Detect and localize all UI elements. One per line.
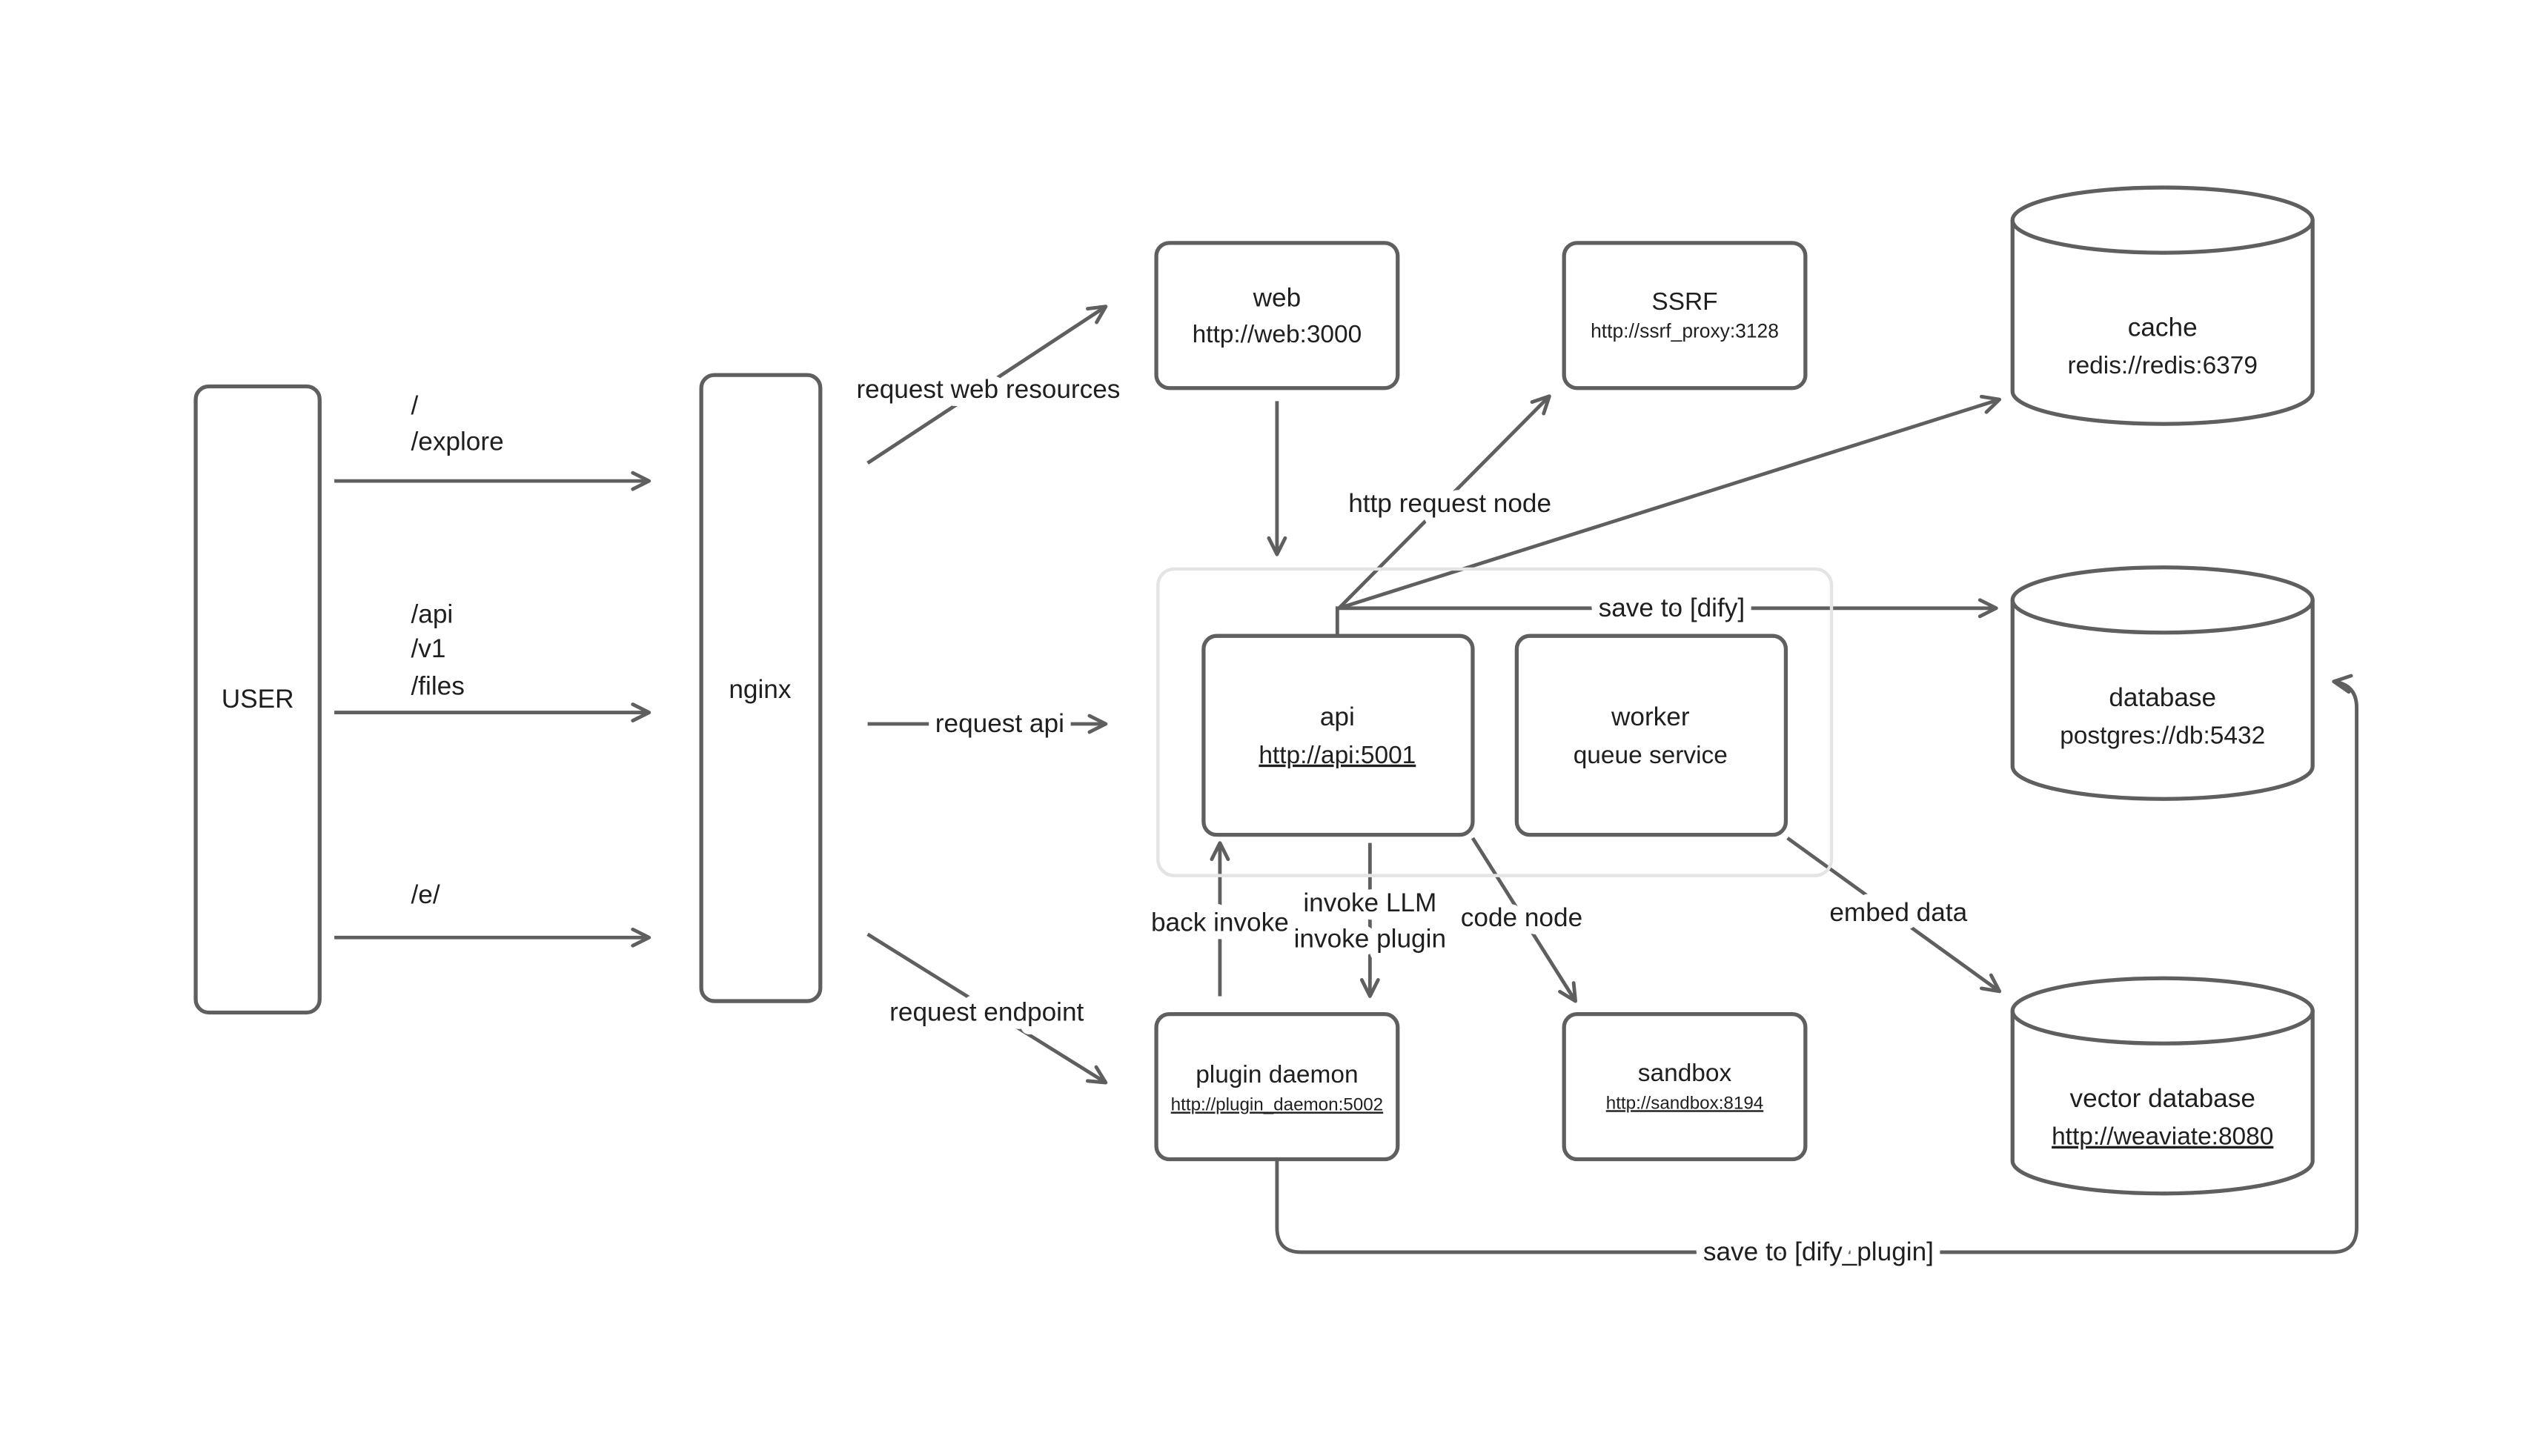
label-invoke-llm: invoke LLM (1303, 888, 1436, 917)
label-request-web-resources: request web resources (856, 375, 1120, 404)
edge-api-ssrf (1337, 394, 1551, 610)
worker-subtitle: queue service (1574, 742, 1728, 769)
web-url: http://web:3000 (1193, 321, 1362, 348)
ssrf-url: http://ssrf_proxy:3128 (1591, 320, 1779, 342)
cache-url: redis://redis:6379 (2067, 352, 2257, 379)
edge-nginx-web (866, 305, 1108, 465)
edges (334, 305, 2358, 1254)
ssrf-title: SSRF (1651, 288, 1717, 316)
sandbox-title: sandbox (1638, 1060, 1732, 1087)
edge-worker-vector-database (1786, 837, 2002, 994)
user-node (193, 384, 322, 1015)
user-label: USER (222, 685, 294, 714)
worker-node (1514, 634, 1788, 837)
label-code-node: code node (1461, 903, 1582, 932)
label-back-invoke: back invoke (1151, 908, 1289, 937)
sandbox-url: http://sandbox:8194 (1606, 1093, 1763, 1113)
label-save-to-dify: save to [dify] (1599, 594, 1745, 622)
sandbox-node (1562, 1012, 1808, 1162)
nginx-label: nginx (729, 675, 792, 704)
label-request-api: request api (935, 709, 1064, 738)
nginx-node (699, 373, 823, 1003)
plugin-daemon-node (1154, 1012, 1400, 1162)
label-path-e: /e/ (411, 880, 440, 909)
api-title: api (1320, 702, 1355, 731)
cache-title: cache (2128, 313, 2198, 342)
label-path-explore: /explore (411, 427, 503, 456)
edge-nginx-plugin-daemon (866, 932, 1108, 1085)
label-path-files: /files (411, 671, 464, 700)
label-path-api: /api (411, 600, 453, 629)
cache-cylinder (2010, 185, 2315, 426)
edge-plugin-daemon-database (1275, 674, 2358, 1254)
vector-database-title: vector database (2070, 1084, 2255, 1113)
edge-api-sandbox (1471, 837, 1577, 1003)
label-path-root: / (411, 391, 418, 420)
vector-database-cylinder (2010, 976, 2315, 1196)
web-node (1154, 241, 1400, 390)
plugin-daemon-url: http://plugin_daemon:5002 (1171, 1094, 1383, 1114)
label-http-request-node: http request node (1348, 489, 1551, 518)
edge-api-database (1335, 598, 1998, 636)
edge-api-cache (1338, 394, 2002, 611)
database-cylinder (2010, 565, 2315, 801)
vector-database-url: http://weaviate:8080 (2052, 1123, 2273, 1151)
ssrf-node (1562, 241, 1808, 390)
api-worker-group-container (1156, 567, 1834, 877)
api-url: http://api:5001 (1259, 742, 1416, 769)
label-embed-data: embed data (1829, 898, 1967, 927)
nodes (193, 185, 2315, 1196)
worker-title: worker (1611, 702, 1690, 731)
label-save-to-dify-plugin: save to [dify_plugin] (1703, 1237, 1934, 1266)
label-path-v1: /v1 (411, 634, 445, 663)
label-invoke-plugin: invoke plugin (1294, 924, 1446, 953)
plugin-daemon-title: plugin daemon (1196, 1061, 1358, 1088)
api-node (1201, 634, 1475, 837)
web-title: web (1253, 284, 1302, 313)
node-labels: USER nginx web http://web:3000 SSRF http… (222, 284, 2274, 1151)
database-url: postgres://db:5432 (2060, 722, 2265, 749)
database-title: database (2109, 683, 2216, 712)
label-request-endpoint: request endpoint (889, 997, 1084, 1026)
